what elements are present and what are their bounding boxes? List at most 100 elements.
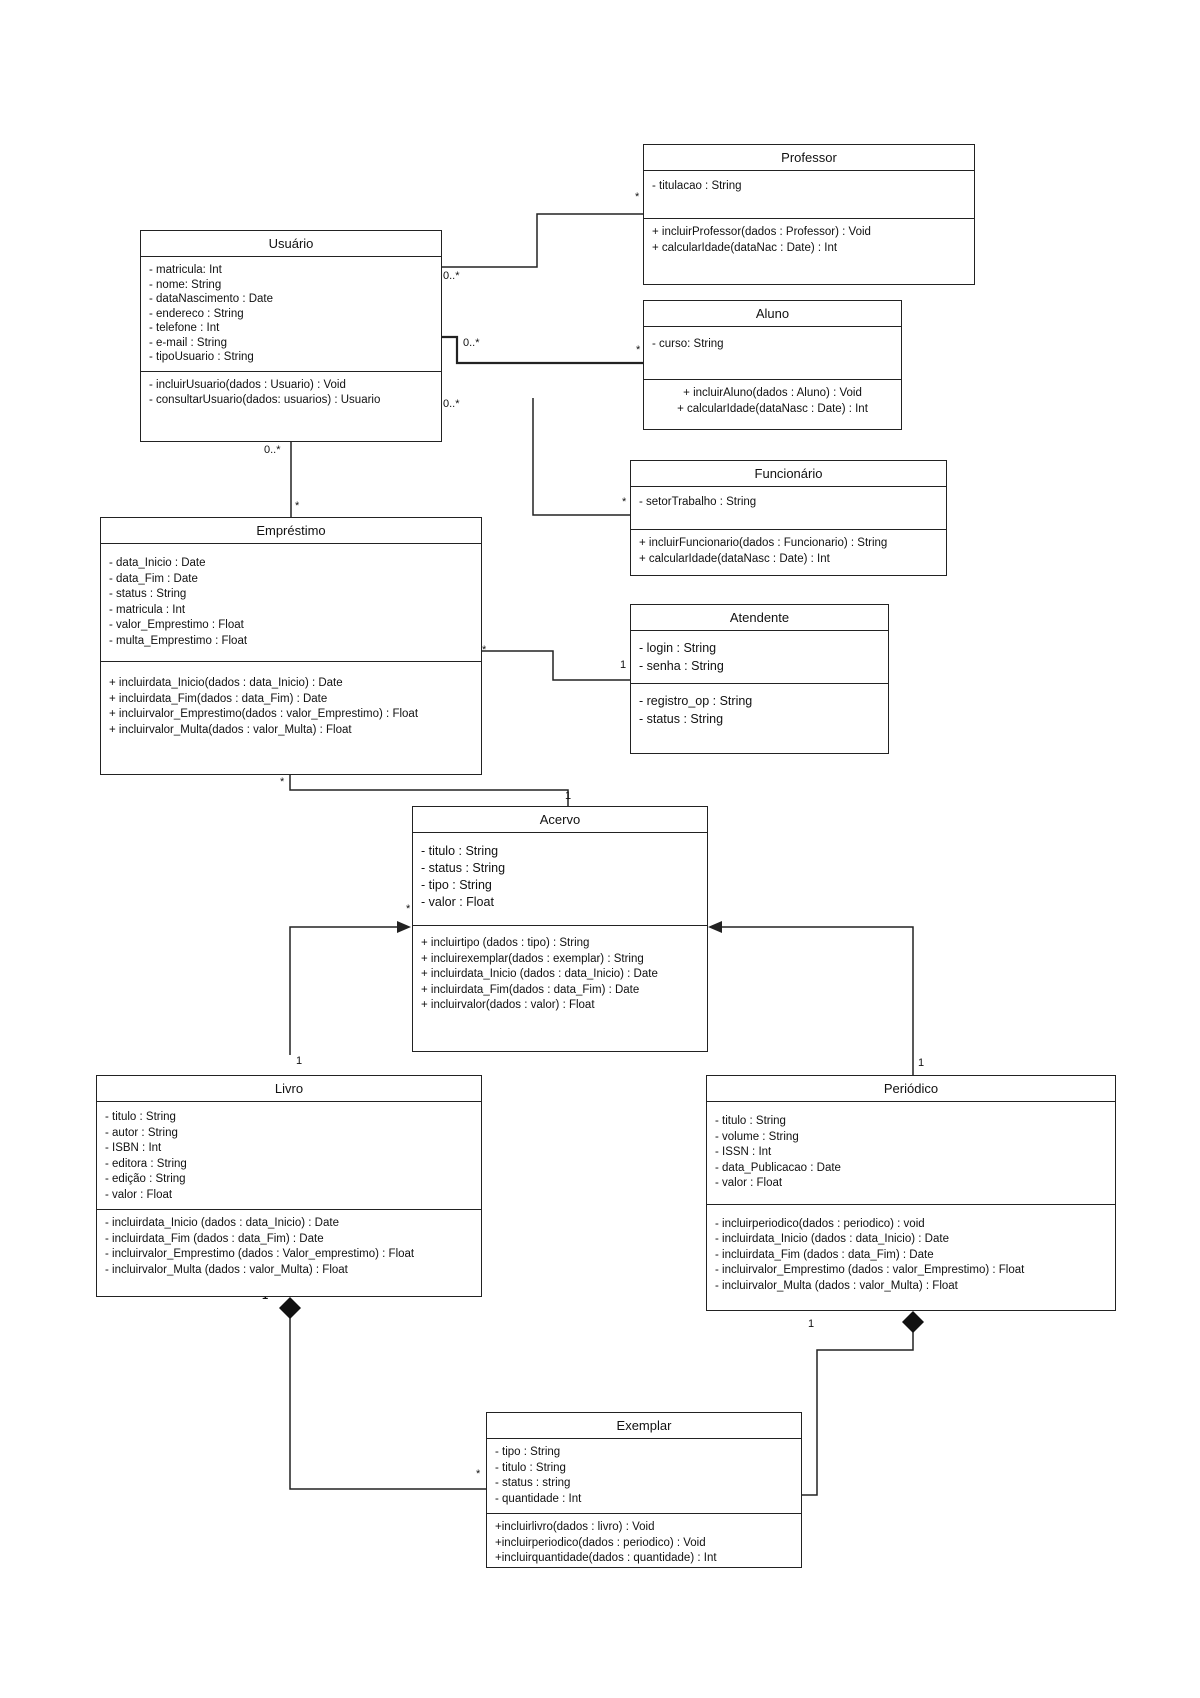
attribute: - telefone : Int [149, 322, 220, 334]
mult-acervo-one: 1 [565, 790, 572, 802]
class-livro: Livro - titulo : String - autor : String… [96, 1075, 482, 1297]
method: - incluirUsuario(dados : Usuario) : Void [149, 378, 346, 391]
method: - incluirvalor_Emprestimo (dados : Valor… [105, 1248, 415, 1260]
attribute: - dataNascimento : Date [149, 293, 274, 305]
mult-emprestimo-star: * [295, 500, 300, 512]
class-professor: Professor - titulacao : String + incluir… [643, 144, 975, 285]
mult-exemplar-left-star: * [476, 1468, 481, 1480]
class-emprestimo: Empréstimo - data_Inicio : Date - data_F… [100, 517, 482, 775]
attributes: - curso: String [644, 327, 901, 379]
attribute: - edição : String [105, 1173, 186, 1185]
methods: - incluirperiodico(dados : periodico) : … [707, 1203, 1115, 1301]
mult-funcionario-star: * [622, 496, 627, 508]
usuario-professor-association [440, 213, 643, 268]
methods: + incluirProfessor(dados : Professor) : … [644, 218, 974, 262]
methods: + incluirFuncionario(dados : Funcionario… [631, 529, 946, 573]
attribute: - valor_Emprestimo : Float [109, 619, 244, 631]
attribute: - e-mail : String [149, 336, 227, 349]
method: + incluirdata_Fim(dados : data_Fim) : Da… [421, 983, 640, 996]
attribute: - login : String [639, 641, 717, 655]
attribute: - titulo : String [105, 1111, 176, 1123]
mult-acervo-left-star: * [406, 903, 411, 915]
attribute: - tipoUsuario : String [149, 351, 254, 363]
method: + incluirtipo (dados : tipo) : String [421, 937, 590, 949]
method: + incluirAluno(dados : Aluno) : Void [683, 387, 862, 399]
mult-usuario-funcionario: 0..* [443, 398, 460, 410]
methods: + incluirdata_Inicio(dados : data_Inicio… [101, 661, 481, 744]
generalization-arrowhead-right [708, 921, 722, 933]
mult-emprestimo-acervo-star: * [280, 776, 285, 788]
methods: - incluirdata_Inicio (dados : data_Inici… [97, 1209, 481, 1284]
method: + calcularIdade(dataNac : Date) : Int [652, 241, 838, 254]
attributes: - setorTrabalho : String [631, 487, 946, 529]
attribute: - tipo : String [495, 1446, 561, 1458]
mult-aluno-star: * [636, 344, 641, 356]
generalization-arrowhead-left [397, 921, 411, 933]
method: + incluirvalor(dados : valor) : Float [421, 999, 595, 1011]
class-name: Aluno [644, 301, 901, 327]
class-name: Funcionário [631, 461, 946, 487]
attribute: - data_Publicacao : Date [715, 1161, 841, 1174]
emprestimo-atendente-association [480, 650, 630, 681]
attribute: - titulo : String [495, 1461, 566, 1474]
attribute: - volume : String [715, 1130, 799, 1143]
periodico-exemplar-composition [802, 1331, 914, 1496]
periodico-acervo-generalization [722, 926, 914, 1075]
method: - incluirvalor_Multa (dados : valor_Mult… [105, 1263, 348, 1276]
method: + incluirvalor_Emprestimo(dados : valor_… [109, 708, 419, 720]
method: - incluirdata_Fim (dados : data_Fim) : D… [105, 1232, 324, 1245]
method: - incluirdata_Inicio (dados : data_Inici… [715, 1233, 949, 1245]
class-acervo: Acervo - titulo : String - status : Stri… [412, 806, 708, 1052]
method: + calcularIdade(dataNasc : Date) : Int [677, 402, 868, 415]
attributes: - titulacao : String [644, 171, 974, 218]
attribute: - curso: String [652, 338, 724, 350]
mult-usuario-aluno: 0..* [463, 337, 480, 349]
attributes: - login : String - senha : String [631, 631, 888, 683]
mult-livro-one: 1 [296, 1055, 303, 1067]
method: + incluirdata_Fim(dados : data_Fim) : Da… [109, 692, 328, 705]
method: + incluirexemplar(dados : exemplar) : St… [421, 952, 644, 965]
usuario-funcionario-association [532, 398, 630, 516]
class-name: Usuário [141, 231, 441, 257]
attribute: - ISBN : Int [105, 1142, 162, 1154]
class-name: Periódico [707, 1076, 1115, 1102]
class-usuario: Usuário - matricula: Int - nome: String … [140, 230, 442, 442]
usuario-aluno-association [440, 335, 643, 365]
method: - status : String [639, 712, 724, 726]
attributes: - data_Inicio : Date - data_Fim : Date -… [101, 544, 481, 661]
attributes: - titulo : String - volume : String - IS… [707, 1102, 1115, 1204]
attribute: - tipo : String [421, 878, 492, 892]
method: - incluirdata_Inicio (dados : data_Inici… [105, 1217, 339, 1229]
class-name: Livro [97, 1076, 481, 1102]
attribute: - editora : String [105, 1157, 187, 1170]
mult-usuario-professor: 0..* [443, 270, 460, 282]
method: +incluirquantidade(dados : quantidade) :… [495, 1552, 717, 1564]
mult-periodico-one: 1 [918, 1057, 925, 1069]
method: + incluirProfessor(dados : Professor) : … [652, 226, 871, 238]
composition-diamond-livro [279, 1297, 301, 1319]
class-name: Acervo [413, 807, 707, 833]
method: + incluirdata_Inicio (dados : data_Inici… [421, 968, 658, 980]
class-name: Professor [644, 145, 974, 171]
attribute: - status : String [109, 588, 187, 600]
method: + incluirFuncionario(dados : Funcionario… [639, 537, 888, 549]
mult-periodico-exemplar-one: 1 [808, 1318, 815, 1330]
class-funcionario: Funcionário - setorTrabalho : String + i… [630, 460, 947, 576]
attribute: - titulacao : String [652, 180, 742, 192]
mult-professor-star: * [635, 191, 640, 203]
methods: - registro_op : String - status : String [631, 683, 888, 734]
attribute: - multa_Emprestimo : Float [109, 634, 248, 647]
attribute: - matricula: Int [149, 264, 222, 276]
attributes: - matricula: Int - nome: String - dataNa… [141, 257, 441, 371]
method: +incluirlivro(dados : livro) : Void [495, 1521, 655, 1533]
attribute: - quantidade : Int [495, 1492, 582, 1505]
method: - incluirvalor_Multa (dados : valor_Mult… [715, 1279, 958, 1292]
method: + incluirvalor_Multa(dados : valor_Multa… [109, 723, 352, 736]
class-name: Exemplar [487, 1413, 801, 1439]
attribute: - ISSN : Int [715, 1146, 772, 1158]
livro-acervo-generalization [289, 926, 397, 1055]
class-aluno: Aluno - curso: String + incluirAluno(dad… [643, 300, 902, 430]
method: - incluirdata_Fim (dados : data_Fim) : D… [715, 1248, 934, 1261]
mult-atendente-one: 1 [620, 659, 627, 671]
